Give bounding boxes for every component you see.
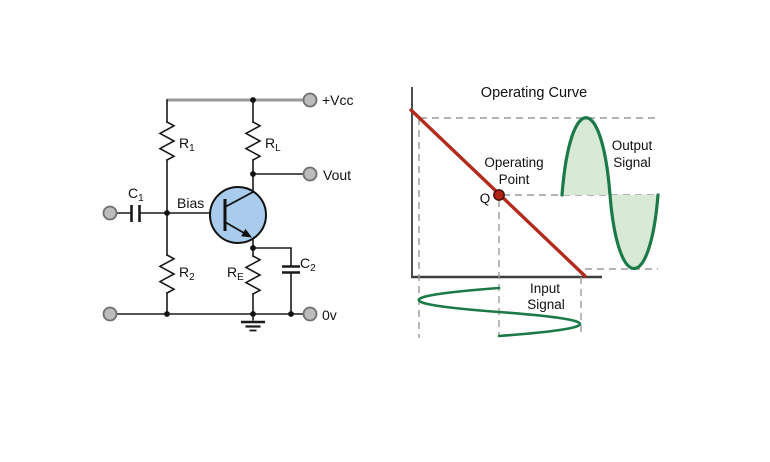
- vout-terminal: [302, 166, 318, 182]
- graph-title: Operating Curve: [481, 85, 587, 101]
- emitter-arrow-icon: [241, 228, 252, 238]
- label-vcc: +Vcc: [322, 92, 354, 108]
- q-label: Q: [480, 191, 491, 206]
- label-r1: R1: [179, 135, 195, 154]
- zero-volt-terminal: [302, 306, 318, 322]
- resistor-r2: [158, 253, 176, 295]
- q-point-dot: [493, 189, 505, 201]
- label-r2: R2: [179, 264, 195, 283]
- transistor-body: [209, 186, 267, 244]
- input-signal-label-line1: Input: [530, 281, 560, 296]
- capacitor-c1: [130, 205, 141, 222]
- label-0v: 0v: [322, 307, 337, 323]
- label-vout: Vout: [323, 167, 351, 183]
- resistor-re: [244, 254, 262, 296]
- ground-terminal-left: [102, 306, 118, 322]
- resistor-rl: [244, 120, 262, 162]
- junction-dots: [164, 97, 294, 317]
- label-re: RE: [227, 264, 244, 283]
- transistor-amplifier-circuit: C1 Bias R1 RL R2 RE C2 +Vcc Vout 0v: [102, 92, 354, 332]
- output-signal-label-line1: Output: [612, 138, 653, 153]
- vcc-terminal: [302, 92, 318, 108]
- transistor-emitter-lead: [224, 221, 245, 234]
- input-signal-label-line2: Signal: [527, 297, 565, 312]
- resistor-r1: [158, 120, 176, 162]
- operating-point-label-line2: Point: [499, 172, 530, 187]
- label-bias: Bias: [177, 195, 204, 211]
- transistor-npn: [209, 186, 267, 244]
- input-signal-wave: [417, 286, 581, 338]
- label-rl: RL: [265, 135, 281, 154]
- output-signal-label-line2: Signal: [613, 155, 651, 170]
- input-terminal: [102, 205, 118, 221]
- output-signal-fill: [562, 117, 658, 269]
- transistor-collector-lead: [224, 191, 254, 208]
- operating-curve-graph: Operating Curve Operating Point Q Output…: [409, 85, 660, 338]
- label-c2: C2: [300, 255, 316, 274]
- operating-point-label-line1: Operating: [484, 155, 543, 170]
- output-signal-wave: [560, 116, 660, 271]
- capacitor-c2: [282, 265, 300, 274]
- bypass-branch-wire: [252, 247, 292, 315]
- label-c1: C1: [128, 185, 144, 204]
